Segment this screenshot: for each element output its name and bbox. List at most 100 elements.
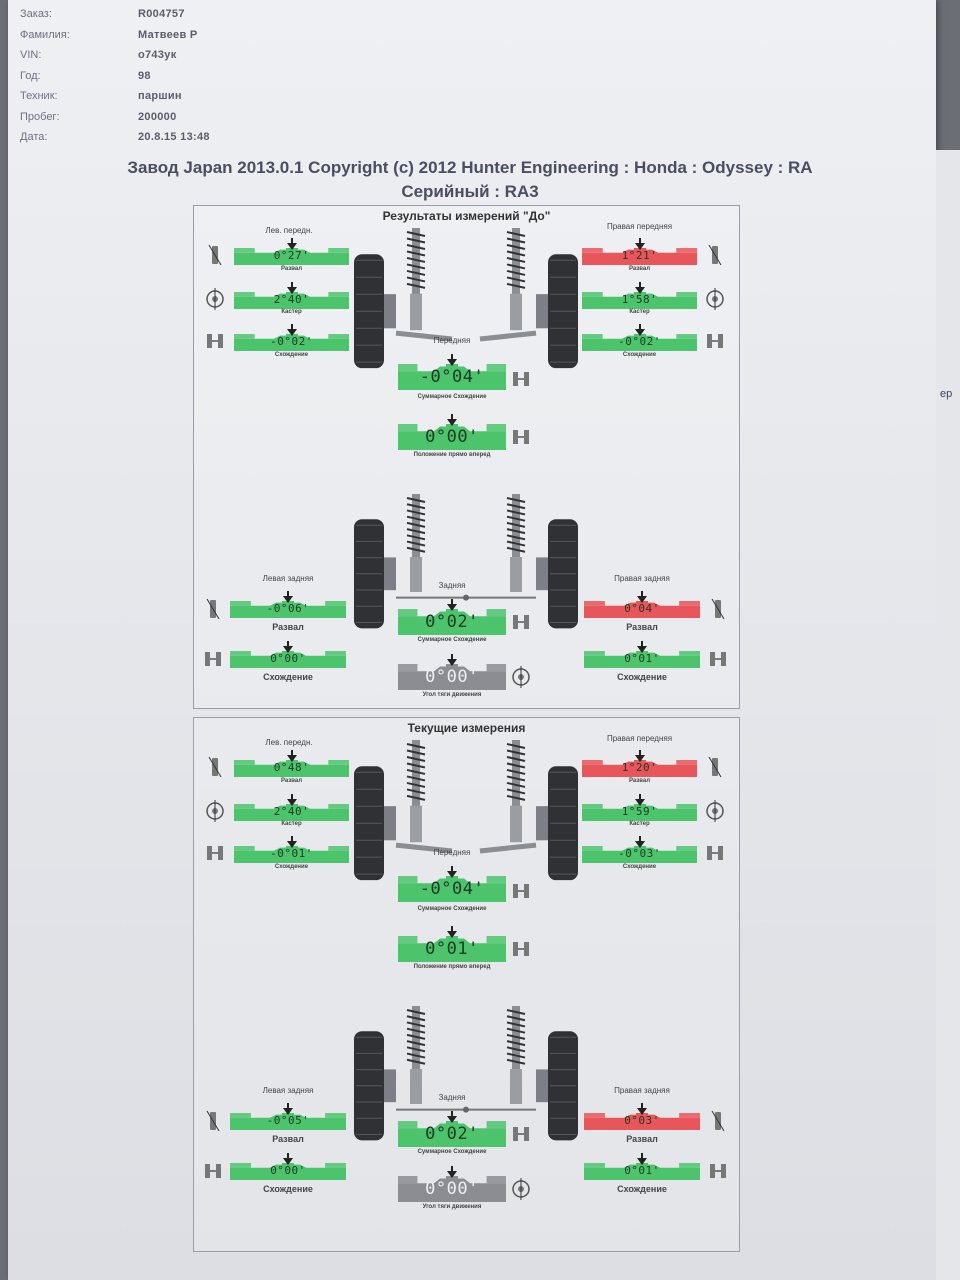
- before-rear-thrust-label: Угол тяги движения: [422, 692, 482, 698]
- before-fl-caster-gauge-bar: [234, 292, 349, 309]
- current-rl-toe-gauge: 0°00': [230, 1163, 346, 1180]
- before-rl-title: Левая задняя: [262, 574, 314, 583]
- current-fl-caster-label: Кастер: [281, 821, 302, 827]
- current-fr-camber-gauge: 1°20': [582, 760, 697, 777]
- current-rear-suspension: [354, 1006, 578, 1141]
- current-front-setback-gauge-bar: [398, 936, 506, 962]
- before-rl-toe-target-arrow: [283, 641, 293, 653]
- current-front-setback-label: Положение прямо вперед: [413, 964, 491, 970]
- panel-before: Результаты измерений "До" Лев. передн.0°…: [193, 205, 740, 709]
- before-front-setback-gauge-bar: [398, 424, 506, 450]
- current-fl-caster-target-arrow: [286, 794, 297, 806]
- info-row-tech: Техник:паршин: [20, 90, 182, 102]
- current-fr-toe-label: Схождение: [622, 864, 657, 870]
- current-fr-toe-icon: [707, 846, 723, 860]
- current-fl-toe-value: -0°01': [270, 847, 313, 860]
- before-fr-title: Правая передняя: [606, 222, 673, 231]
- before-fr-caster-value: 1°58': [621, 293, 658, 306]
- current-rr-title: Правая задняя: [614, 1086, 670, 1095]
- current-fl-camber-label: Развал: [280, 778, 303, 784]
- current-front-total-toe-icon: [513, 884, 529, 898]
- before-fl-toe-gauge-bar: [234, 334, 349, 351]
- before-fl-camber-value: 0°27': [273, 249, 310, 262]
- current-front-total-toe-gauge: -0°04': [398, 876, 506, 902]
- current-fl-caster-gauge: 2°40': [234, 804, 349, 821]
- before-rr-camber-icon: [711, 598, 725, 620]
- before-fr-camber-label: Развал: [628, 266, 651, 272]
- current-fl-toe-gauge-bar: [234, 846, 349, 863]
- before-front-total-toe-label: Суммарное Схождение: [417, 394, 487, 400]
- panel-current-title: Текущие измерения: [407, 721, 526, 735]
- before-front-total-toe-icon: [513, 372, 529, 386]
- before-front-total-toe-gauge: -0°04': [398, 364, 506, 390]
- report-serial: Серийный : RA3: [401, 182, 539, 201]
- before-fr-caster-gauge: 1°58': [582, 292, 697, 309]
- current-fr-caster-gauge: 1°59': [582, 804, 697, 821]
- info-row-mileage: Пробег:200000: [20, 110, 177, 123]
- before-front-setback-icon: [513, 430, 529, 444]
- before-fr-toe-gauge: -0°02': [582, 334, 697, 351]
- second-sheet: [936, 150, 960, 1280]
- before-fr-toe-value: -0°02': [618, 335, 661, 348]
- before-front-setback-value: 0°00': [425, 427, 479, 447]
- current-fl-camber-value: 0°48': [273, 761, 310, 774]
- before-fl-toe-icon: [207, 334, 223, 348]
- current-rear-thrust-value: 0°00': [425, 1179, 479, 1199]
- current-rear-total-toe-target-arrow: [447, 1111, 457, 1123]
- before-rr-toe-value: 0°01': [624, 652, 660, 665]
- current-rear-thrust-gauge-bar: [398, 1176, 506, 1202]
- current-fl-toe-target-arrow: [286, 836, 297, 848]
- current-fl-camber-icon: [208, 756, 222, 778]
- current-front-title: Передняя: [433, 848, 471, 857]
- current-rl-toe-gauge-bar: [230, 1163, 346, 1180]
- current-fl-toe-gauge: -0°01': [234, 846, 349, 863]
- current-fr-caster-target-arrow: [634, 794, 645, 806]
- current-front-setback-gauge: 0°01': [398, 936, 506, 962]
- before-rear-total-toe-gauge-bar: [398, 609, 506, 635]
- before-front-total-toe-value: -0°04': [419, 367, 485, 387]
- before-rr-title: Правая задняя: [614, 574, 670, 583]
- before-rr-camber-label: Развал: [626, 622, 658, 632]
- panel-before-title: Результаты измерений "До": [382, 209, 551, 223]
- before-rl-toe-gauge: 0°00': [230, 651, 346, 668]
- current-rl-toe-target-arrow: [283, 1153, 293, 1165]
- before-fr-toe-label: Схождение: [622, 352, 657, 358]
- current-rear-total-toe-gauge-bar: [398, 1121, 506, 1147]
- report-title: Завод Japan 2013.0.1 Copyright (c) 2012 …: [127, 158, 813, 177]
- before-fr-caster-gauge-bar: [582, 292, 697, 309]
- before-fl-camber-gauge: 0°27': [234, 248, 349, 265]
- current-rr-toe-icon: [710, 1164, 726, 1178]
- current-rl-camber-gauge: -0°05': [230, 1113, 346, 1130]
- before-fl-toe-value: -0°02': [270, 335, 313, 348]
- before-fl-caster-icon: [206, 288, 224, 310]
- before-rr-camber-gauge-bar: [584, 601, 700, 618]
- current-fl-camber-gauge-bar: [234, 760, 349, 777]
- before-fr-camber-gauge: 1°21': [582, 248, 697, 265]
- before-rr-camber-gauge: 0°04': [584, 601, 700, 618]
- before-rr-toe-icon: [710, 652, 726, 666]
- before-fl-camber-gauge-bar: [234, 248, 349, 265]
- before-fl-camber-target-arrow: [286, 238, 297, 250]
- before-rear-thrust-value: 0°00': [425, 667, 479, 687]
- current-rr-toe-target-arrow: [637, 1153, 647, 1165]
- before-rr-camber-target-arrow: [637, 591, 647, 603]
- info-row-order: Заказ:R004757: [20, 8, 185, 20]
- current-fr-caster-icon: [706, 800, 724, 822]
- current-fr-toe-gauge: -0°03': [582, 846, 697, 863]
- current-rr-camber-gauge: 0°03': [584, 1113, 700, 1130]
- before-rear-thrust-gauge: 0°00': [398, 664, 506, 690]
- before-fr-toe-target-arrow: [634, 324, 645, 336]
- panel-current: Текущие измерения Лев. передн.0°48'Разва…: [193, 717, 740, 1252]
- current-rear-total-toe-gauge: 0°02': [398, 1121, 506, 1147]
- before-rr-toe-gauge: 0°01': [584, 651, 700, 668]
- current-rl-toe-label: Схождение: [263, 1184, 313, 1194]
- before-rl-camber-label: Развал: [272, 622, 304, 632]
- before-rear-total-toe-gauge: 0°02': [398, 609, 506, 635]
- current-rl-title: Левая задняя: [262, 1086, 314, 1095]
- info-row-vin: VIN:о743ук: [20, 49, 177, 61]
- before-fl-caster-target-arrow: [286, 282, 297, 294]
- current-rl-camber-icon: [206, 1110, 220, 1132]
- current-fr-toe-target-arrow: [634, 836, 645, 848]
- current-rr-camber-value: 0°03': [624, 1114, 660, 1127]
- current-front-suspension: [354, 740, 578, 881]
